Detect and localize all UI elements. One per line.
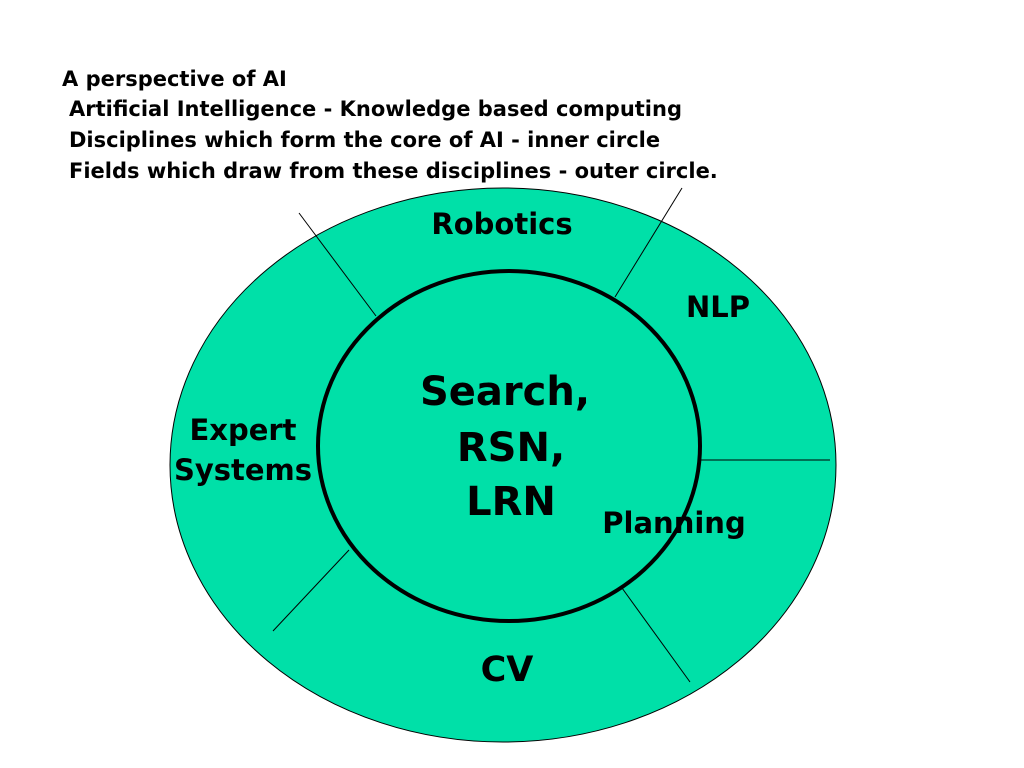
field-label-expert-line2: Systems [174,453,312,487]
field-label-robotics: Robotics [431,207,572,241]
divider-cv-expert [272,549,350,632]
field-label-planning: Planning [602,506,745,540]
header-line-outer-circle: Fields which draw from these disciplines… [69,159,718,183]
header-line-knowledge: Artificial Intelligence - Knowledge base… [69,97,682,121]
core-label-learning: LRN [466,479,556,525]
slide-title: A perspective of AI [62,67,287,91]
core-label-reasoning: RSN, [457,425,565,471]
field-label-nlp: NLP [686,290,750,324]
inner-circle [316,269,702,623]
divider-robotics-nlp [614,187,683,298]
header-line-inner-circle: Disciplines which form the core of AI - … [69,128,661,152]
field-label-expert-line1: Expert [189,413,296,447]
divider-planning-cv [621,587,691,683]
field-label-cv: CV [481,650,534,690]
core-label-search: Search, [420,369,590,415]
divider-robotics-expert [298,212,377,317]
